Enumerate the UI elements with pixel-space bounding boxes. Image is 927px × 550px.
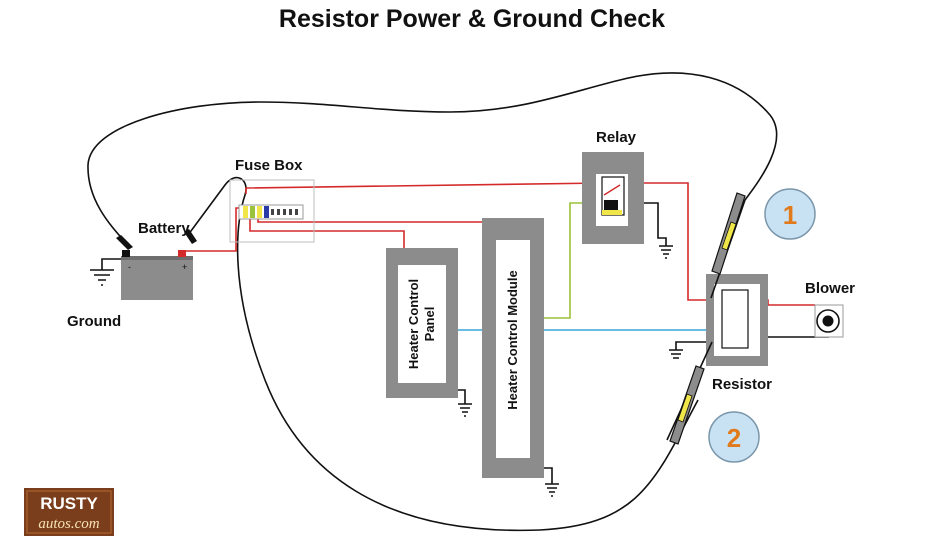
battery-negative-label: - bbox=[128, 262, 131, 272]
test-probe-1 bbox=[710, 192, 746, 299]
ground-symbols bbox=[90, 245, 683, 497]
test-point-badge-1: 1 bbox=[764, 188, 816, 240]
heater-control-panel-label-line1: Heater Control bbox=[406, 279, 421, 369]
negative-clip bbox=[116, 235, 133, 250]
test-lead-loop bbox=[187, 176, 699, 532]
rusty-autos-logo: RUSTY autos.com bbox=[24, 488, 114, 536]
test-lead-loop-upper bbox=[87, 72, 778, 244]
positive-clip bbox=[184, 229, 197, 244]
test-point-2-number: 2 bbox=[727, 423, 741, 453]
test-point-1-number: 1 bbox=[783, 200, 797, 230]
blower bbox=[814, 304, 844, 338]
battery-negative-post bbox=[122, 250, 130, 257]
heater-control-module: Heater Control Module bbox=[482, 218, 544, 478]
logo-line1: RUSTY bbox=[40, 494, 98, 513]
diagram-title: Resistor Power & Ground Check bbox=[279, 5, 665, 33]
battery-positive-post bbox=[178, 250, 186, 257]
ground-symbol-relay bbox=[659, 245, 673, 259]
battery-positive-label: + bbox=[182, 262, 187, 272]
heater-control-module-label: Heater Control Module bbox=[505, 270, 520, 409]
blower-label: Blower bbox=[805, 280, 855, 297]
logo-line2: autos.com bbox=[38, 516, 99, 532]
fuse-box bbox=[229, 179, 315, 243]
resistor bbox=[706, 274, 768, 366]
relay-label: Relay bbox=[596, 129, 637, 146]
test-probe-2 bbox=[666, 341, 713, 445]
ground-symbol-panel bbox=[458, 403, 472, 417]
fuse-box-label: Fuse Box bbox=[235, 157, 303, 174]
test-point-badge-2: 2 bbox=[708, 411, 760, 463]
ground-symbol-module bbox=[545, 483, 559, 497]
battery: - + bbox=[121, 250, 193, 300]
ground-symbol-battery bbox=[90, 269, 114, 286]
ground-symbol-resistor bbox=[669, 349, 683, 359]
ground-label: Ground bbox=[67, 313, 121, 330]
heater-control-panel-label-line2: Panel bbox=[422, 307, 437, 342]
resistor-label: Resistor bbox=[712, 376, 772, 393]
battery-label: Battery bbox=[138, 220, 190, 237]
relay bbox=[582, 152, 644, 244]
heater-control-panel: Heater Control Panel bbox=[386, 248, 458, 398]
